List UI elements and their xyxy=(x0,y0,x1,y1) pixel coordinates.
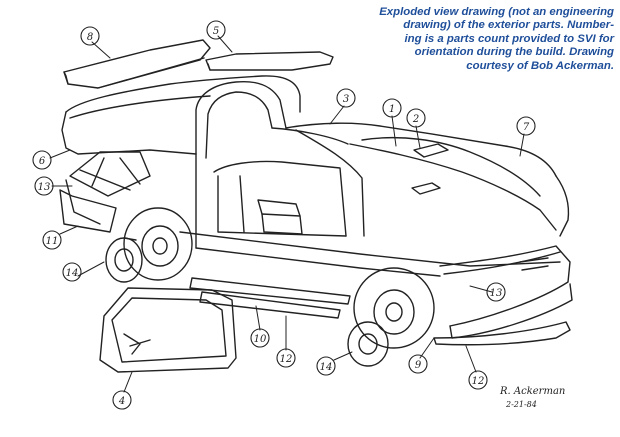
svg-text:R. Ackerman: R. Ackerman xyxy=(499,386,565,397)
svg-text:11: 11 xyxy=(46,236,59,247)
part-label: 2 xyxy=(406,108,426,128)
svg-text:14: 14 xyxy=(320,362,333,373)
svg-text:1: 1 xyxy=(389,104,395,115)
rear-wheel-spacer xyxy=(105,237,143,283)
svg-text:4: 4 xyxy=(118,396,125,407)
rear-fascia-panel xyxy=(59,189,117,233)
part-label: 8 xyxy=(80,26,100,46)
part-label: 13 xyxy=(34,176,54,196)
svg-text:12: 12 xyxy=(472,376,485,387)
part-label: 5 xyxy=(206,20,226,40)
caption-line: courtesy of Bob Ackerman. xyxy=(466,59,614,72)
front-wheel-spacer xyxy=(347,321,389,367)
caption-line: orientation during the build. Drawing xyxy=(414,46,614,59)
part-label: 4 xyxy=(112,390,132,410)
front-nose-assembly xyxy=(433,245,573,346)
svg-text:13: 13 xyxy=(490,288,503,299)
roof-panel xyxy=(205,51,334,71)
caption-line: drawing) of the exterior parts. Number- xyxy=(403,19,614,32)
part-label: 1 xyxy=(382,98,402,118)
svg-text:10: 10 xyxy=(254,334,267,345)
svg-text:9: 9 xyxy=(415,360,422,371)
part-label: 12 xyxy=(468,370,488,390)
part-label: 11 xyxy=(42,230,62,250)
part-label: 3 xyxy=(336,88,356,108)
drawing-caption: Exploded view drawing (not an engineerin… xyxy=(352,6,614,73)
artist-signature: R. Ackerman 2-21-84 xyxy=(499,386,565,409)
svg-text:3: 3 xyxy=(343,94,349,105)
part-label: 9 xyxy=(408,354,428,374)
front-tire xyxy=(353,267,435,349)
door-skin xyxy=(99,287,237,373)
part-label: 14 xyxy=(316,356,336,376)
part-label: 12 xyxy=(276,348,296,368)
svg-text:7: 7 xyxy=(523,122,530,133)
svg-text:13: 13 xyxy=(38,182,51,193)
rocker-panel xyxy=(189,277,351,319)
svg-text:2: 2 xyxy=(412,114,419,125)
hood-vent xyxy=(411,143,449,195)
part-label: 6 xyxy=(32,150,52,170)
caption-line: ing is a parts count provided to SVI for xyxy=(404,32,614,45)
leader-lines xyxy=(49,35,525,393)
svg-text:12: 12 xyxy=(280,354,293,365)
rear-frame-structure xyxy=(65,151,151,225)
part-label: 7 xyxy=(516,116,536,136)
part-label: 13 xyxy=(486,282,506,302)
rear-tire xyxy=(123,207,193,281)
svg-text:6: 6 xyxy=(39,156,46,167)
svg-text:8: 8 xyxy=(87,32,93,43)
part-label: 10 xyxy=(250,328,270,348)
rear-deck-lid-panel xyxy=(63,39,211,89)
caption-line: Exploded view drawing (not an engineerin… xyxy=(379,6,614,18)
svg-text:5: 5 xyxy=(213,26,219,37)
svg-text:2-21-84: 2-21-84 xyxy=(505,400,537,409)
body-shell xyxy=(61,75,570,277)
part-label: 14 xyxy=(62,262,82,282)
svg-text:14: 14 xyxy=(66,268,79,279)
